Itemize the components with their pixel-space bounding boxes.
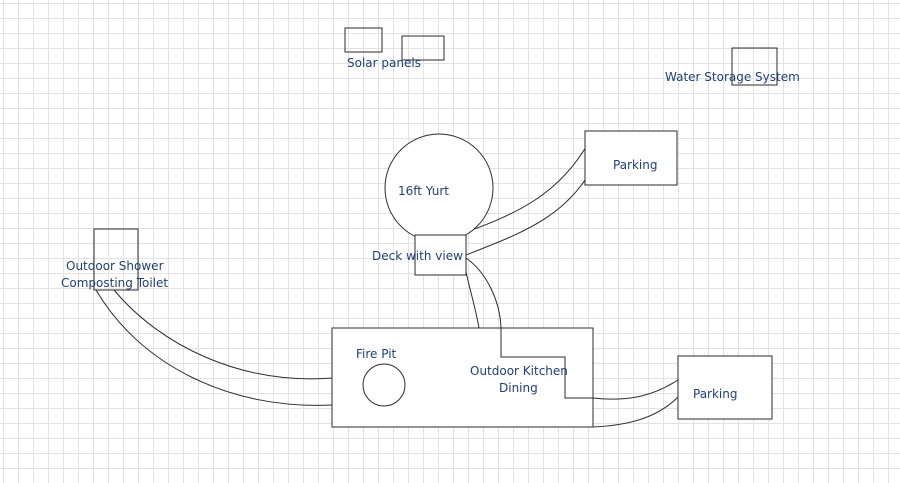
path-deck-to-kitchen-left (465, 271, 480, 329)
outdoor-shower-label: Outdoor Shower (66, 259, 164, 273)
dining-label: Dining (499, 381, 538, 395)
path-deck-to-parking-upper (457, 139, 591, 236)
water-storage-box (731, 47, 778, 86)
fire-pit-circle (362, 363, 406, 407)
shower-toilet-box (93, 228, 139, 291)
path-kitchen-to-parking-lower (592, 396, 679, 428)
solar-panels-label: Solar panels (347, 56, 421, 70)
solar-panel-left (344, 27, 383, 53)
water-storage-label: Water Storage System (665, 70, 800, 84)
parking-bottom-label: Parking (693, 387, 738, 401)
parking-top-label: Parking (613, 158, 658, 172)
outdoor-kitchen-label: Outdoor Kitchen (470, 364, 568, 378)
path-shower-to-firepit-inner (113, 289, 333, 380)
yurt-label: 16ft Yurt (398, 184, 449, 198)
kitchen-outline (500, 328, 593, 399)
composting-toilet-label: Composting Toilet (61, 276, 169, 290)
path-deck-to-kitchen-right (465, 257, 502, 329)
path-kitchen-to-parking-upper (592, 379, 679, 400)
parking-top-box (584, 130, 678, 186)
fire-pit-label: Fire Pit (356, 347, 397, 361)
deck-box (414, 234, 467, 276)
parking-bottom-box (677, 355, 773, 420)
solar-panel-right (401, 35, 445, 61)
deck-label: Deck with view (372, 249, 463, 263)
fire-pit-area (331, 327, 594, 428)
path-shower-to-firepit-outer (95, 289, 333, 406)
